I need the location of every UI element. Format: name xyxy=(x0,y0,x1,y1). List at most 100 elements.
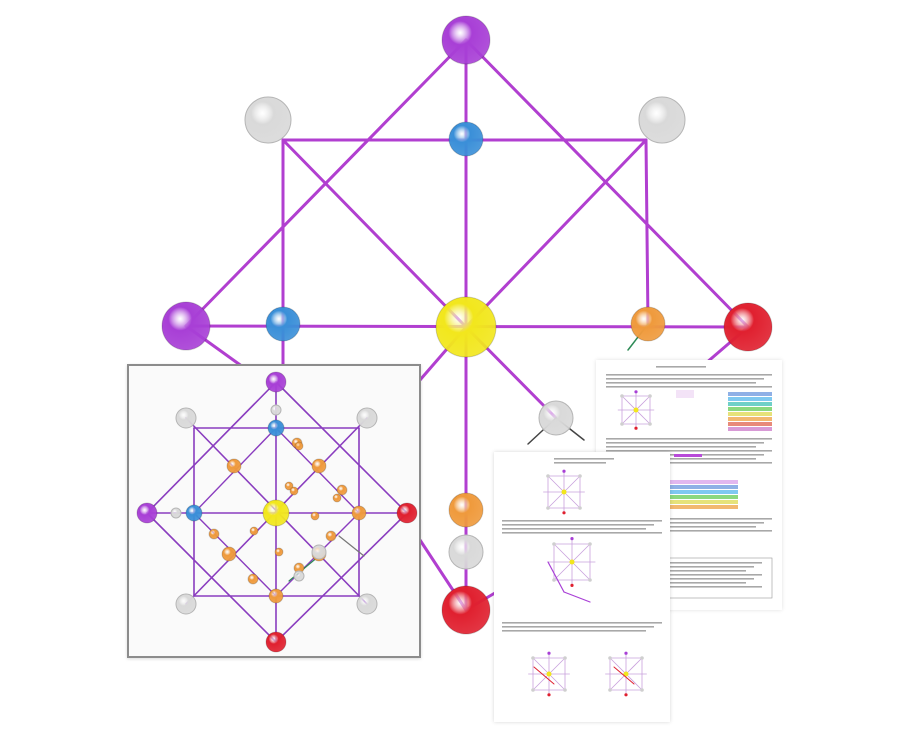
inset-node-orange-small xyxy=(332,493,342,503)
doc-figure-edge xyxy=(533,666,555,685)
inset-node-orange xyxy=(311,458,327,474)
inset-node-orange-small xyxy=(294,441,304,451)
thumbnail-lattice xyxy=(543,469,585,515)
inset-node-right xyxy=(396,502,418,524)
doc-text-line xyxy=(502,532,662,534)
doc-text-line xyxy=(606,450,772,452)
inset-node-orange xyxy=(351,505,367,521)
inset-node-orange xyxy=(268,588,284,604)
doc-text-line xyxy=(662,578,754,580)
node-top-left xyxy=(244,96,292,144)
doc-text-line xyxy=(662,586,762,588)
doc-text-line xyxy=(502,528,646,530)
thumbnail-lattice xyxy=(617,390,655,430)
doc-text-line xyxy=(606,446,756,448)
inset-node-orange xyxy=(226,458,242,474)
inset-node-top-left xyxy=(175,407,197,429)
inset-edge-accent xyxy=(338,535,365,557)
inset-node-bottom xyxy=(265,631,287,653)
inset-node-orange xyxy=(247,573,259,585)
doc-color-band xyxy=(618,505,738,509)
doc-heading-line xyxy=(656,366,706,368)
thumbnail-lattice xyxy=(605,651,647,697)
main-edge xyxy=(464,138,648,329)
inset-node-bottom-left xyxy=(175,593,197,615)
doc-text-line xyxy=(606,458,756,460)
doc-color-band xyxy=(728,402,772,406)
document-page-front-content xyxy=(502,458,662,697)
inset-node-bottom-right xyxy=(356,593,378,615)
inset-node-orange-small xyxy=(310,511,320,521)
inset-node-orange-small xyxy=(249,526,259,536)
doc-text-line xyxy=(502,520,662,522)
inset-nodes xyxy=(136,371,418,653)
inset-lattice xyxy=(136,371,418,653)
inset-node-orange xyxy=(325,530,337,542)
inset-node-orange xyxy=(221,546,237,562)
thumbnail-lattice xyxy=(548,537,596,587)
doc-text-line xyxy=(606,442,764,444)
doc-color-band xyxy=(618,485,738,489)
doc-color-band xyxy=(728,392,772,396)
node-right xyxy=(723,302,773,352)
inset-node-orange-small xyxy=(289,486,299,496)
doc-text-line xyxy=(606,462,772,464)
inset-detail-diagram xyxy=(127,364,421,658)
node-bottom-gray xyxy=(448,534,484,570)
node-center xyxy=(435,296,497,358)
main-edge xyxy=(464,38,750,329)
document-page-back-content xyxy=(606,366,773,599)
doc-text-line xyxy=(606,374,772,376)
doc-text-line xyxy=(662,570,746,572)
doc-text-line xyxy=(606,386,772,388)
doc-color-band xyxy=(728,412,772,416)
inset-node-blue-top xyxy=(267,419,285,437)
inset-node-orange xyxy=(208,528,220,540)
doc-text-line xyxy=(606,382,756,384)
doc-highlight xyxy=(674,454,702,457)
main-nodes xyxy=(161,15,773,635)
node-top-right xyxy=(638,96,686,144)
main-edge xyxy=(281,138,468,329)
doc-color-band xyxy=(728,417,772,421)
inset-node-top-right xyxy=(356,407,378,429)
inset-node-blue-left xyxy=(185,504,203,522)
node-left-inner xyxy=(265,306,301,342)
doc-figure-edge xyxy=(613,666,635,685)
doc-text-line xyxy=(606,438,772,440)
inset-node-small-gray xyxy=(170,507,182,519)
doc-color-band xyxy=(618,480,738,484)
inset-node-top xyxy=(265,371,287,393)
doc-color-band xyxy=(618,495,738,499)
doc-figure-box xyxy=(676,390,694,398)
doc-figure-edge xyxy=(563,591,591,603)
doc-text-line xyxy=(662,574,762,576)
node-lower-right xyxy=(538,400,574,436)
doc-text-line xyxy=(606,522,764,524)
doc-color-band xyxy=(618,500,738,504)
doc-text-line xyxy=(502,524,654,526)
document-page-front xyxy=(494,452,670,722)
doc-color-band xyxy=(728,397,772,401)
doc-text-line xyxy=(606,378,764,380)
doc-color-band xyxy=(728,427,772,431)
doc-text-line xyxy=(662,582,746,584)
inset-node-center xyxy=(262,499,290,527)
doc-text-line xyxy=(502,622,662,624)
inset-node-gray-inner xyxy=(311,544,327,560)
node-right-inner xyxy=(630,306,666,342)
main-edge xyxy=(644,138,650,326)
doc-figure-edge xyxy=(547,561,565,593)
doc-text-line xyxy=(662,566,754,568)
doc-text-line xyxy=(606,518,772,520)
doc-heading-line xyxy=(554,458,614,460)
doc-text-line xyxy=(502,630,646,632)
doc-color-band xyxy=(728,407,772,411)
node-bottom xyxy=(441,585,491,635)
doc-text-line xyxy=(606,530,772,532)
doc-text-line xyxy=(662,562,762,564)
doc-text-line xyxy=(502,626,654,628)
inset-edge xyxy=(146,381,277,514)
inset-node-small-gray xyxy=(270,404,282,416)
